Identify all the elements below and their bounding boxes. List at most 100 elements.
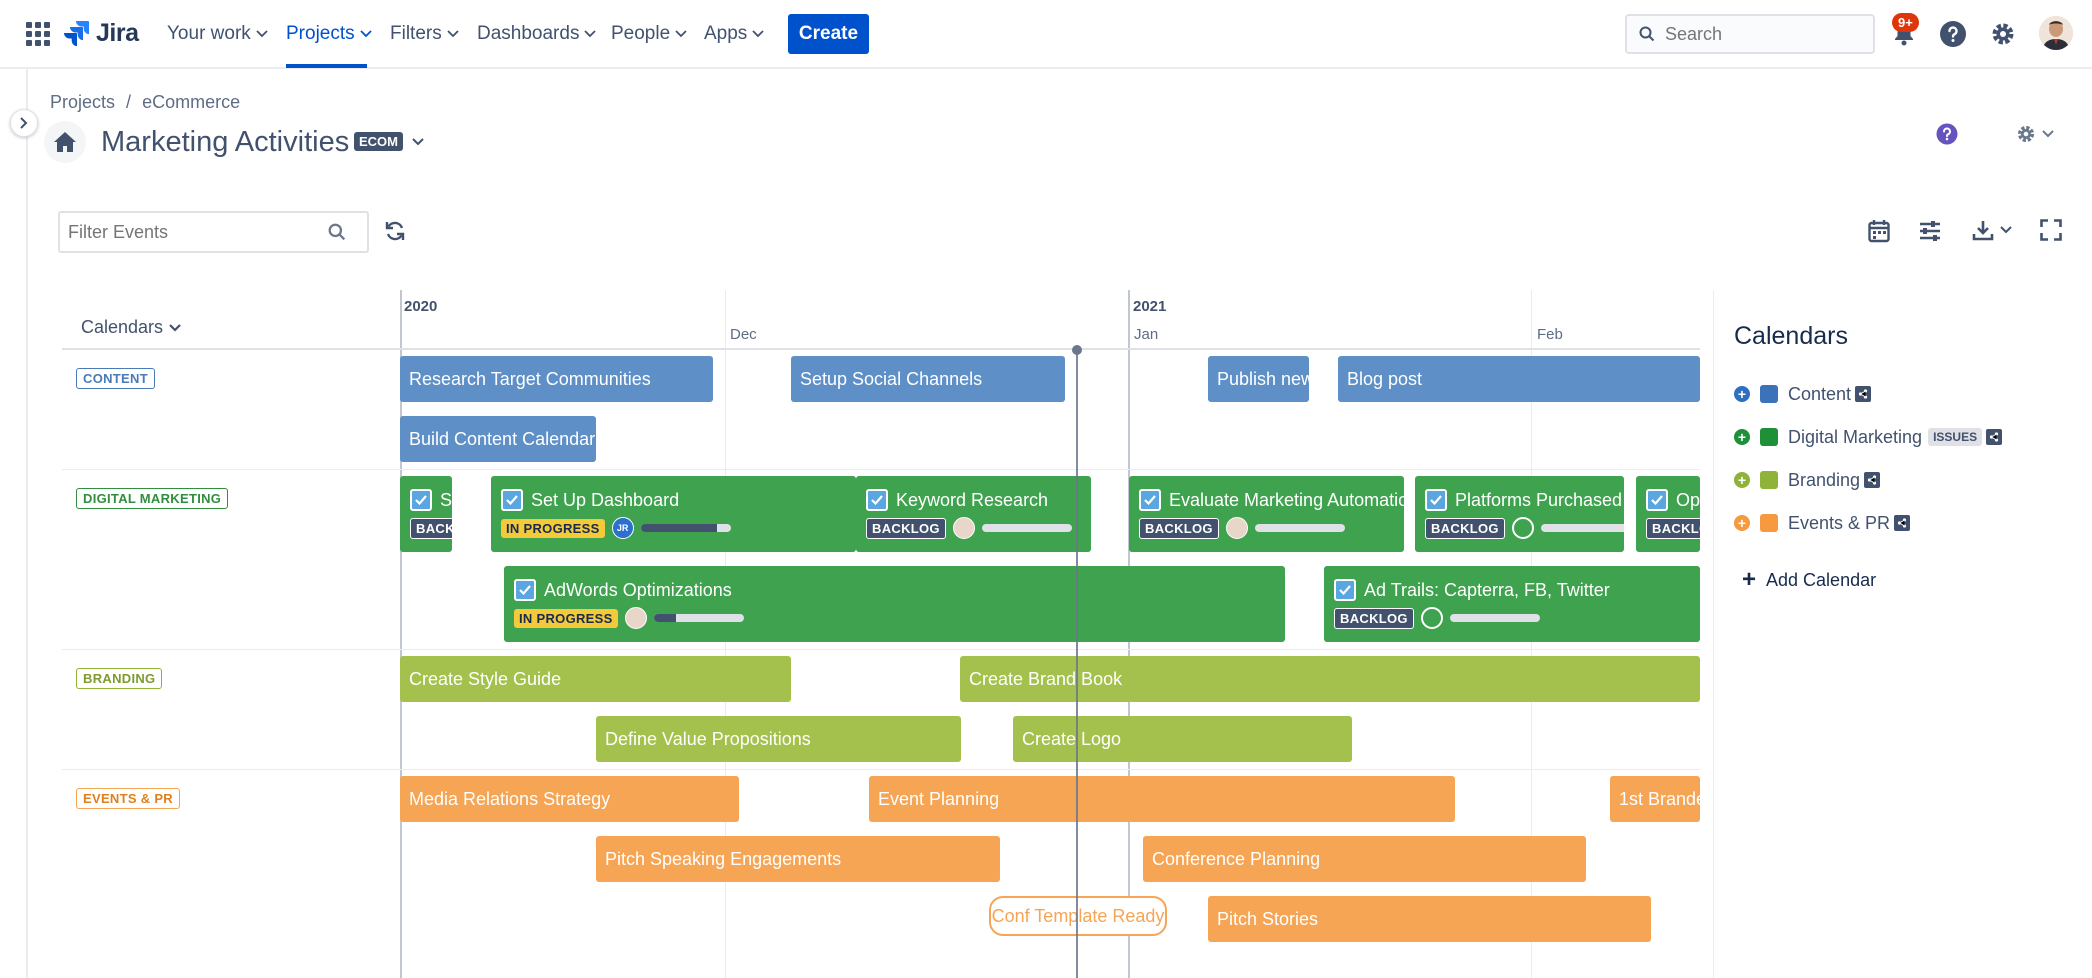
issue-title: Ad Trails: Capterra, FB, Twitter <box>1364 579 1610 600</box>
nav-dashboards[interactable]: Dashboards <box>477 20 597 48</box>
progress-bar <box>1449 614 1540 622</box>
export-button[interactable] <box>1972 219 2012 241</box>
progress-bar <box>981 524 1072 532</box>
active-nav-underline <box>286 64 367 68</box>
status-badge: BACKLOG <box>1646 517 1700 539</box>
assignee-avatar <box>624 607 647 629</box>
event-bar[interactable]: Pitch Speaking Engagements <box>596 836 1000 882</box>
event-bar[interactable]: Create Logo <box>1013 716 1352 762</box>
event-title: Media Relations Strategy <box>409 788 611 809</box>
event-title: Create Brand Book <box>969 668 1123 689</box>
fullscreen-icon[interactable] <box>2040 219 2062 241</box>
milestone[interactable]: Conf Template Ready <box>989 896 1167 936</box>
breadcrumb-projects[interactable]: Projects <box>50 92 116 112</box>
event-bar[interactable]: Build Content Calendar <box>400 416 596 462</box>
issue-bar[interactable]: Op BACKLOG <box>1636 476 1700 552</box>
filter-events-input[interactable] <box>68 221 328 243</box>
calendar-item-digital-marketing[interactable]: + Digital Marketing ISSUES <box>1734 425 2003 449</box>
help-icon[interactable] <box>1936 123 1958 145</box>
issue-title: Set Up Dashboard <box>531 489 680 510</box>
event-bar[interactable]: Define Value Propositions <box>596 716 961 762</box>
event-title: Conference Planning <box>1152 848 1321 869</box>
chevron-down-icon <box>584 30 597 38</box>
event-bar[interactable]: Research Target Communities <box>400 356 713 402</box>
plus-circle-icon[interactable]: + <box>1734 515 1750 531</box>
plus-circle-icon[interactable]: + <box>1734 472 1750 488</box>
search-box[interactable] <box>1625 14 1875 54</box>
issue-bar[interactable]: Evaluate Marketing Automation BACKLOG <box>1129 476 1404 552</box>
plus-circle-icon[interactable]: + <box>1734 429 1750 445</box>
settings-button[interactable] <box>1987 18 2019 50</box>
share-icon[interactable] <box>1986 429 2003 445</box>
plus-circle-icon[interactable]: + <box>1734 386 1750 402</box>
add-calendar-button[interactable]: + Add Calendar <box>1742 566 1876 594</box>
milestone-title: Conf Template Ready <box>991 905 1165 926</box>
calendar-item-branding[interactable]: + Branding <box>1734 468 1881 492</box>
calendar-item-events-pr[interactable]: + Events & PR <box>1734 511 1911 535</box>
issue-bar[interactable]: Platforms Purchased BACKLOG <box>1415 476 1624 552</box>
help-button[interactable] <box>1937 18 1969 50</box>
issue-bar[interactable]: Keyword Research BACKLOG <box>856 476 1091 552</box>
progress-bar <box>1254 524 1345 532</box>
sliders-icon[interactable] <box>1918 219 1942 243</box>
calendar-item-content[interactable]: + Content <box>1734 382 1872 406</box>
nav-projects[interactable]: Projects <box>286 20 372 48</box>
event-bar[interactable]: Create Style Guide <box>400 656 791 702</box>
search-input[interactable] <box>1665 23 1865 45</box>
issue-bar[interactable]: AdWords Optimizations IN PROGRESS <box>504 566 1285 642</box>
unassigned-avatar <box>1420 607 1443 629</box>
status-badge: BACKLOG <box>1425 517 1505 539</box>
add-calendar-label: Add Calendar <box>1766 569 1877 590</box>
calendar-color-swatch <box>1760 385 1778 403</box>
share-icon[interactable] <box>1894 515 1911 531</box>
event-bar[interactable]: Media Relations Strategy <box>400 776 739 822</box>
event-title: Research Target Communities <box>409 368 651 389</box>
create-button[interactable]: Create <box>788 14 869 54</box>
app-switcher-icon[interactable] <box>26 22 50 46</box>
event-bar[interactable]: Event Planning <box>869 776 1455 822</box>
user-avatar[interactable] <box>2039 16 2073 50</box>
calendar-view-icon[interactable] <box>1868 219 1890 243</box>
chevron-down-icon <box>256 30 268 38</box>
calendar-color-swatch <box>1760 471 1778 489</box>
share-icon[interactable] <box>1855 386 1872 402</box>
event-bar[interactable]: Conference Planning <box>1143 836 1586 882</box>
event-bar[interactable]: Pitch Stories <box>1208 896 1651 942</box>
share-icon[interactable] <box>1864 472 1881 488</box>
progress-bar <box>653 614 744 622</box>
status-badge: BACKLOG <box>1139 517 1219 539</box>
brand-name: Jira <box>96 18 139 47</box>
filter-events-box[interactable] <box>58 211 369 253</box>
nav-people[interactable]: People <box>611 20 687 48</box>
nav-apps[interactable]: Apps <box>704 20 764 48</box>
progress-fill <box>640 524 718 532</box>
notification-count-badge: 9+ <box>1892 13 1919 32</box>
chevron-down-icon <box>752 30 764 38</box>
issue-bar[interactable]: S BACKLOG <box>400 476 452 552</box>
chevron-down-icon[interactable] <box>412 138 424 146</box>
download-icon <box>1972 221 1994 241</box>
event-bar[interactable]: Blog post <box>1338 356 1700 402</box>
nav-label: Projects <box>286 23 355 44</box>
nav-your-work[interactable]: Your work <box>167 20 268 48</box>
project-settings-button[interactable] <box>2016 124 2054 144</box>
issue-bar[interactable]: Ad Trails: Capterra, FB, Twitter BACKLOG <box>1324 566 1700 642</box>
row-label-digital-marketing: DIGITAL MARKETING <box>76 488 229 509</box>
project-home-button[interactable] <box>44 121 86 163</box>
event-bar[interactable]: Setup Social Channels <box>791 356 1065 402</box>
nav-label: Apps <box>704 23 748 44</box>
gear-icon <box>1992 23 2014 45</box>
event-bar[interactable]: Publish new <box>1208 356 1309 402</box>
expand-sidebar-button[interactable] <box>10 109 38 137</box>
chevron-down-icon <box>675 30 687 38</box>
nav-filters[interactable]: Filters <box>390 20 459 48</box>
event-bar[interactable]: 1st Brande <box>1610 776 1700 822</box>
jira-logo[interactable]: Jira <box>64 18 139 48</box>
refresh-icon[interactable] <box>384 220 406 242</box>
calendars-dropdown[interactable]: Calendars <box>81 317 181 338</box>
event-bar[interactable]: Create Brand Book <box>960 656 1700 702</box>
event-title: Create Logo <box>1022 728 1122 749</box>
breadcrumb-ecommerce[interactable]: eCommerce <box>142 92 241 112</box>
event-title: Blog post <box>1347 368 1423 389</box>
